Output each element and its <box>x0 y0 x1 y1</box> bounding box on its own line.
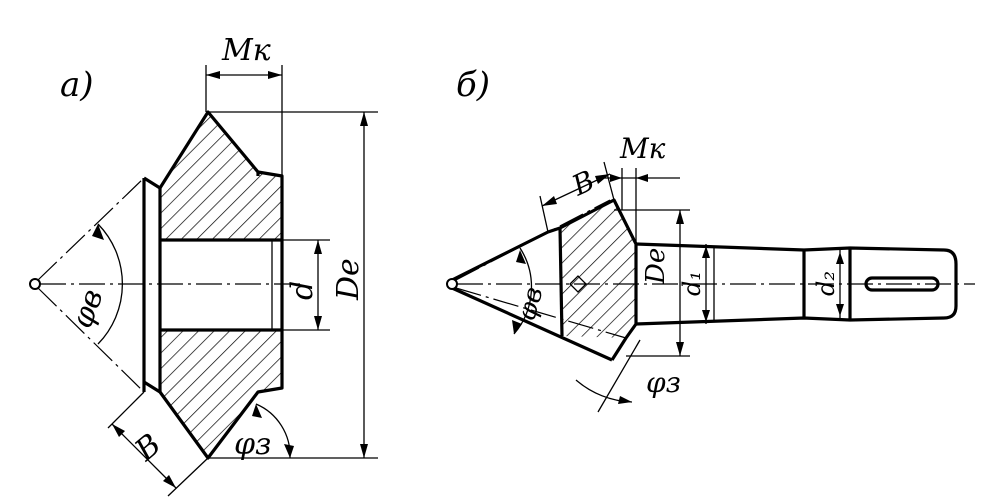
phi-z-label-a: φз <box>234 427 271 462</box>
phi-v-arrow-bottom-b <box>512 320 522 334</box>
de-arrow-top-b <box>676 210 684 224</box>
cutter-cone-lower <box>451 286 613 362</box>
de-label-a: De <box>331 258 366 301</box>
shank-outline-bottom <box>635 316 945 326</box>
mk-label-b: Mк <box>619 132 666 165</box>
phi-v-label-a: φв <box>65 285 111 333</box>
mk-arrow-right-b <box>636 174 648 182</box>
pitch-line-upper-b <box>455 199 611 281</box>
phi-z-ext-b <box>597 339 641 413</box>
b-arrow-lower-a <box>163 475 176 488</box>
d2-arrow-bottom-b <box>836 304 844 316</box>
d2-arrow-top-b <box>836 252 844 264</box>
pitch-cone-line-upper-a <box>37 177 145 281</box>
d-arrow-top-a <box>314 240 322 254</box>
d1-arrow-top-b <box>702 246 710 258</box>
mk-arrow-left-a <box>206 71 220 79</box>
de-arrow-top-a <box>360 112 368 126</box>
cone-apex-b <box>446 278 458 290</box>
de-arrow-bottom-b <box>676 342 684 356</box>
de-label-b: De <box>641 248 671 285</box>
d-arrow-bottom-a <box>314 316 322 330</box>
mk-arrow-right-a <box>268 71 282 79</box>
d1-label-b: d₁ <box>678 271 706 296</box>
phi-z-arrow-top-a <box>252 404 262 418</box>
phi-v-arrow-a <box>92 224 104 240</box>
d2-label-b: d₂ <box>812 271 840 296</box>
phi-z-arrow-bottom-a <box>284 444 294 458</box>
phi-v-label-b: φв <box>512 284 550 324</box>
d-label-a: d <box>285 281 320 300</box>
b-label-b: B <box>566 164 600 203</box>
panel-label-a: а) <box>60 65 94 105</box>
mk-arrow-left-b <box>610 174 622 182</box>
mk-label-a: Mк <box>221 33 271 68</box>
phi-z-label-b: φз <box>646 366 681 399</box>
panel-label-b: б) <box>456 65 490 105</box>
b-dim-line-a <box>111 423 177 489</box>
figure-b-tool <box>446 161 975 413</box>
gear-outline <box>143 110 284 460</box>
cutter-section <box>560 200 636 338</box>
phi-z-arrow-b <box>618 396 632 404</box>
b-arrow-upper-a <box>112 424 125 437</box>
b-ext-lower-a <box>167 457 209 497</box>
pitch-line-lower-b <box>455 287 627 339</box>
shank-end <box>943 248 958 320</box>
b-label-a: B <box>128 427 168 469</box>
de-arrow-bottom-a <box>360 444 368 458</box>
shank-outline <box>635 242 945 252</box>
cone-apex-a <box>29 278 41 290</box>
gear-section-upper <box>160 112 282 240</box>
gear-section-lower <box>160 330 282 458</box>
b-arrow-right-b <box>595 174 610 184</box>
b-ext-upper-a <box>107 391 145 429</box>
b-ext-right-b <box>603 161 615 201</box>
phi-v-arc-a <box>97 223 124 345</box>
d1-arrow-bottom-b <box>702 310 710 322</box>
cutter-back-face <box>558 227 564 337</box>
phi-v-arrow-top-b <box>516 250 526 264</box>
b-arrow-left-b <box>542 196 557 206</box>
figure-a-gear <box>29 65 378 497</box>
pitch-cone-line-lower-a <box>37 287 145 393</box>
b-ext-left-b <box>539 195 549 233</box>
